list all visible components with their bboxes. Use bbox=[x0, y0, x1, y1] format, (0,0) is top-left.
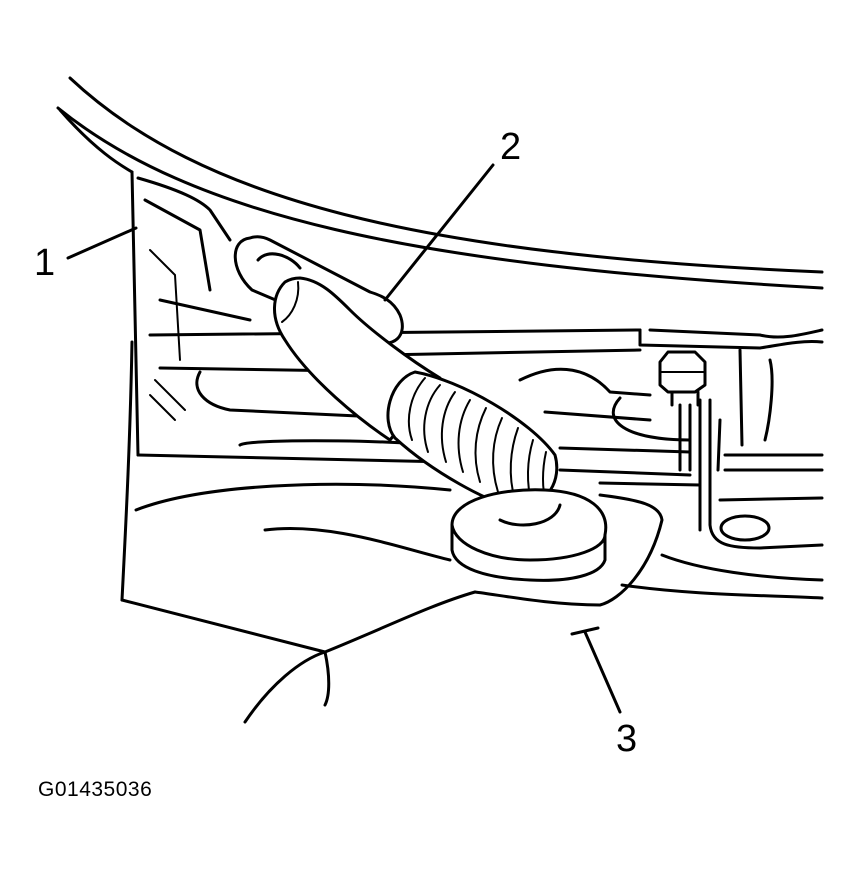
lower-grommet bbox=[450, 488, 608, 582]
bolt-hex-head bbox=[658, 350, 707, 407]
lower-nut bbox=[719, 514, 771, 542]
upper-panel-arcs bbox=[56, 76, 824, 290]
callout-label-1: 1 bbox=[34, 242, 56, 284]
callout-leaders bbox=[66, 163, 622, 714]
leader-line-3 bbox=[583, 630, 622, 714]
lower-body-panel bbox=[120, 340, 824, 724]
callout-label-2: 2 bbox=[500, 126, 522, 168]
leader-line-1 bbox=[66, 226, 138, 260]
figure-id-code: G01435036 bbox=[38, 778, 153, 801]
channel-rail bbox=[136, 328, 702, 487]
mounting-bracket bbox=[638, 328, 824, 550]
leader-line-2 bbox=[383, 163, 495, 302]
left-housing bbox=[130, 170, 252, 457]
callout-label-3: 3 bbox=[616, 718, 638, 760]
